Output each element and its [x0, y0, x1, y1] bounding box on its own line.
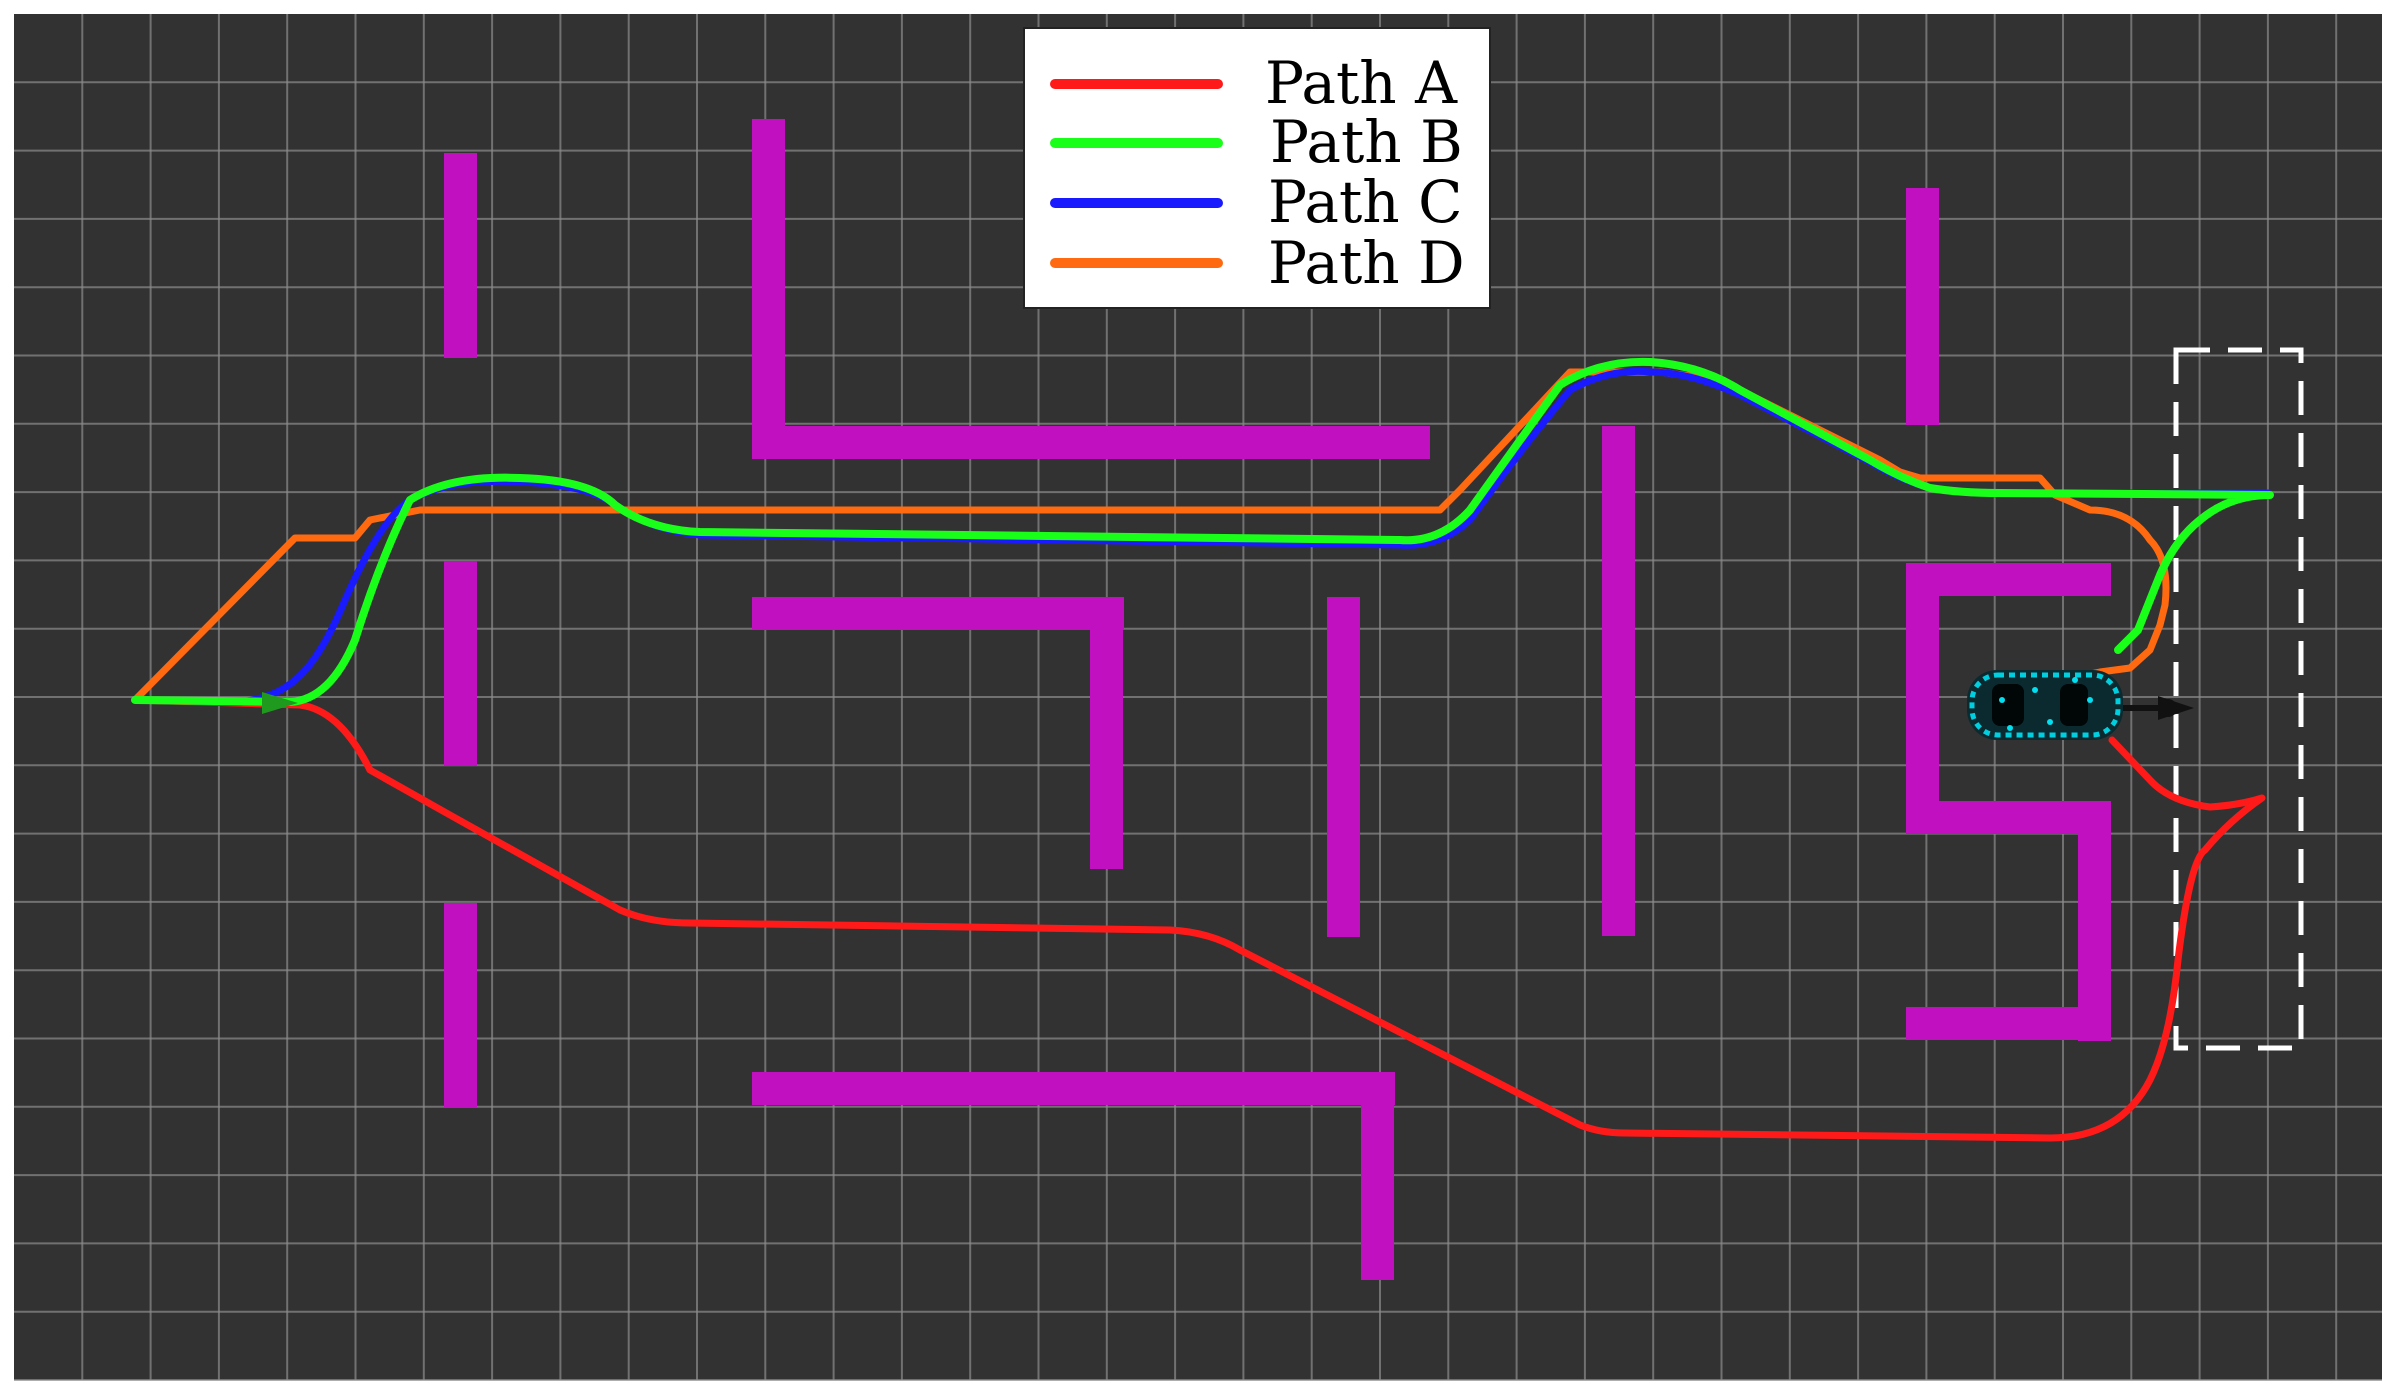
legend: Path A Path B Path C Path D [1023, 27, 1491, 309]
paths [131, 357, 2274, 1142]
heading-arrow-icon [2123, 696, 2194, 720]
obstacle-wall [444, 561, 477, 766]
obstacle-wall [752, 597, 1124, 630]
obstacle-wall [1327, 597, 1360, 937]
obstacle-wall [444, 903, 477, 1108]
obstacle-wall [1361, 1072, 1394, 1280]
start-arrow-icon [262, 692, 298, 714]
path-a-line [131, 696, 2266, 1142]
obstacle-wall [752, 426, 1430, 459]
obstacle-wall [1090, 597, 1123, 869]
car-icon [1967, 670, 2123, 740]
legend-item-path-a: Path A [1050, 49, 1458, 117]
obstacle-wall [1906, 563, 1939, 801]
obstacle-wall [1906, 801, 2111, 834]
path-b-line [131, 357, 2274, 706]
obstacle-wall [444, 153, 477, 358]
legend-item-path-d: Path D [1050, 229, 1465, 297]
obstacle-wall [1906, 188, 1939, 425]
obstacle-wall [2078, 801, 2111, 1041]
obstacle-wall [1602, 426, 1635, 936]
legend-label-path-b: Path B [1270, 108, 1463, 176]
goal-region [2173, 347, 2304, 1051]
legend-label-path-d: Path D [1268, 229, 1465, 297]
legend-label-path-c: Path C [1268, 168, 1462, 236]
obstacle-wall [752, 1072, 1395, 1105]
obstacle-wall [1906, 1007, 2111, 1040]
legend-item-path-b: Path B [1050, 108, 1463, 176]
legend-label-path-a: Path A [1265, 49, 1458, 117]
legend-item-path-c: Path C [1050, 168, 1462, 236]
obstacle-wall [752, 119, 785, 457]
obstacle-wall [1906, 563, 2111, 596]
obstacles [444, 119, 2111, 1280]
